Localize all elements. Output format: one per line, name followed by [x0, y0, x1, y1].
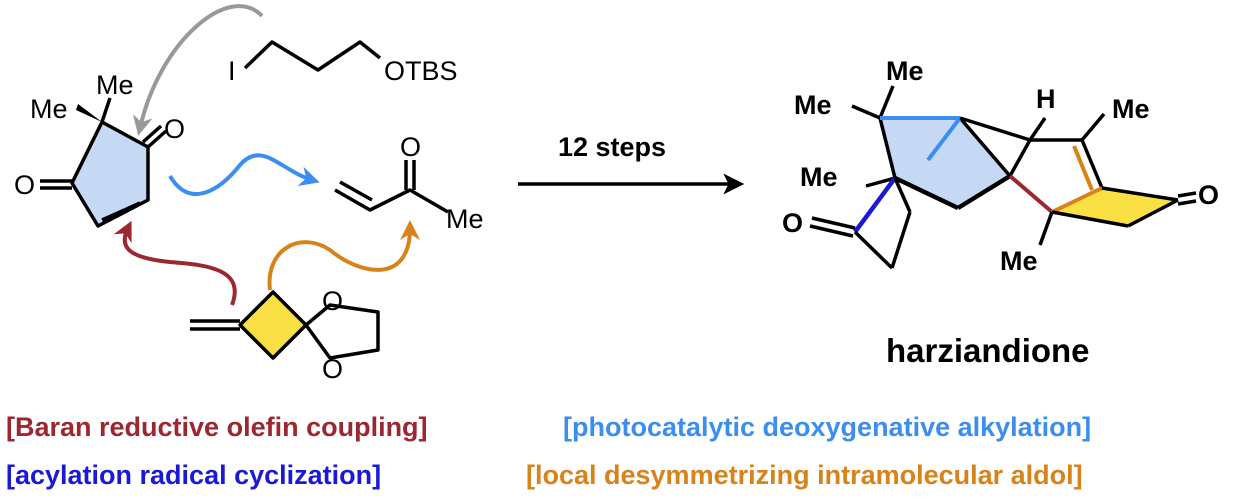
methyl-vinyl-ketone: O Me [334, 132, 484, 234]
red-reductive-coupling-arrow [113, 220, 237, 306]
iodide-i-label: I [228, 56, 236, 86]
product-h-label: H [1036, 84, 1056, 114]
bond-ketone-right-2 [1177, 199, 1197, 206]
bond-alkene-me [1080, 112, 1106, 142]
iodide-chain [243, 40, 382, 72]
bond-ketone-left-2 [809, 224, 854, 238]
alkyl-iodide-reagent: I OTBS [228, 40, 458, 86]
bond-alkene-orange [1072, 145, 1094, 191]
strategy-legend: [Baran reductive olefin coupling] [photo… [4, 410, 1094, 493]
reaction-steps-label: 12 steps [558, 132, 666, 162]
bond-lower-1 [853, 230, 894, 270]
bond-red-coupling [1008, 174, 1054, 214]
dione-o-right-label: O [164, 114, 185, 144]
cyclobutane-fill [240, 292, 306, 358]
mvk-me-label: Me [446, 204, 484, 234]
dione-alkene-double-bond [101, 201, 141, 222]
legend-aldol: [local desymmetrizing intramolecular ald… [526, 460, 1083, 490]
mvk-o-label: O [400, 132, 421, 162]
legend-photocatalytic: [photocatalytic deoxygenative alkylation… [563, 412, 1091, 442]
bond-blue-highlight [926, 116, 962, 162]
bond-yellow-1 [1051, 186, 1103, 214]
bond-c1-c2 [878, 117, 897, 179]
mvk-bonds [334, 188, 449, 214]
bond-me-inner [865, 176, 896, 188]
bond-c2-c3 [894, 175, 959, 211]
bond-me-bottom [1038, 211, 1054, 246]
product-me-top-label: Me [886, 56, 924, 86]
ketal-o-top-label: O [322, 286, 343, 316]
dione-right-carbonyl-1 [146, 129, 168, 149]
product-name: harziandione [886, 332, 1090, 369]
cyclobutanone-ketal: O O [190, 286, 380, 384]
bond-top-ch [1028, 117, 1047, 141]
bond-ketone-right-1 [1177, 191, 1197, 198]
bond-c3-c4 [956, 174, 1012, 210]
bond-yellow-2 [1101, 186, 1179, 202]
product-yellow-ring-fill [1052, 188, 1178, 226]
gray-alkylation-arrow [132, 4, 264, 136]
dione-me-label-2: Me [96, 70, 134, 100]
dione-o-left-label: O [14, 170, 35, 200]
product-o-right-label: O [1198, 180, 1219, 210]
legend-reductive-coupling: [Baran reductive olefin coupling] [6, 412, 428, 442]
product-me-right-label: Me [1112, 94, 1150, 124]
bond-lower-2 [890, 211, 912, 269]
dione-right-carbonyl-2 [141, 124, 163, 144]
bond-alkene-c [1080, 139, 1104, 189]
product-me-left-label: Me [794, 90, 832, 120]
bond-blue-ring [958, 116, 1012, 178]
product-me-bottom-label: Me [1000, 246, 1038, 276]
dione-ring-bonds [70, 120, 150, 228]
ketal-o-bottom-label: O [322, 354, 343, 384]
harziandione-structure: Me Me H Me Me O O Me [782, 56, 1219, 276]
bond-blue-acylation [853, 176, 897, 234]
bond-h [1008, 139, 1032, 177]
mvk-alkene-double-bond [339, 180, 373, 202]
dione-methyl-bond [100, 97, 112, 123]
legend-acylation: [acylation radical cyclization] [6, 460, 381, 490]
dione-ring-fill [72, 122, 148, 226]
bond-cme2-top [878, 85, 895, 119]
bond-bridge [893, 177, 912, 213]
dione-me-label-1: Me [30, 94, 68, 124]
iodide-otbs-label: OTBS [384, 56, 458, 86]
bond-ketone-left-1 [811, 216, 856, 230]
blue-photocatalytic-arrow [168, 153, 320, 197]
product-blue-ring-fill [880, 118, 1010, 208]
product-me-inner-label: Me [800, 162, 838, 192]
dimethyl-cyclopentenedione: Me Me O O [14, 70, 185, 228]
dioxolane-bonds [304, 303, 380, 360]
bond-yellow-3 [1127, 198, 1179, 228]
product-o-left-label: O [782, 208, 803, 238]
bond-yellow-4 [1051, 210, 1129, 228]
orange-aldol-arrow [267, 220, 420, 291]
dione-methyl-wedge [76, 104, 102, 122]
bond-top-chain [959, 116, 1031, 142]
bond-cme2-left [851, 104, 881, 120]
